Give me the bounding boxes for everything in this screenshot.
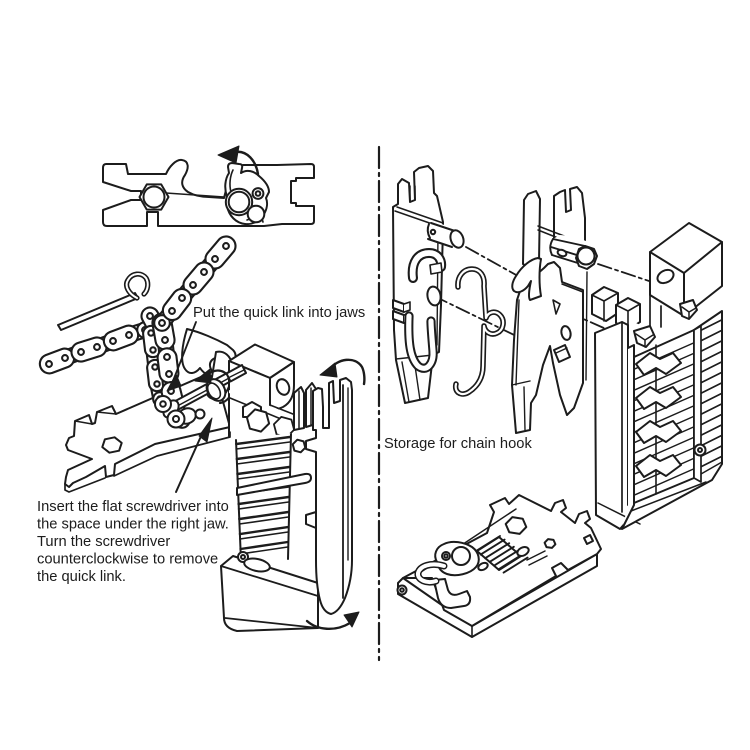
svg-text:Turn the screwdriver: Turn the screwdriver	[37, 534, 170, 550]
svg-text:the space under the right jaw.: the space under the right jaw.	[37, 517, 229, 533]
svg-text:Put the quick link into jaws: Put the quick link into jaws	[193, 305, 365, 321]
svg-text:Insert the flat screwdriver in: Insert the flat screwdriver into	[37, 499, 229, 515]
svg-text:counterclockwise to remove: counterclockwise to remove	[37, 552, 218, 568]
svg-text:the quick link.: the quick link.	[37, 569, 126, 585]
svg-text:Storage for chain hook: Storage for chain hook	[384, 436, 532, 452]
